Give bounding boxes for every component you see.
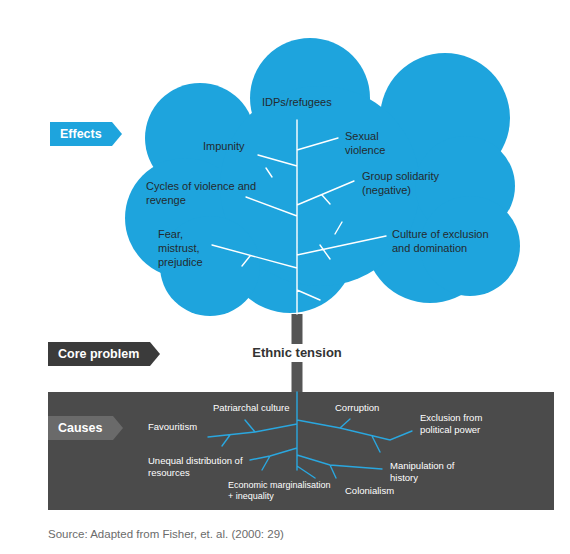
- effect-label: Group solidarity (negative): [362, 170, 466, 198]
- cause-label: Favouritism: [148, 421, 220, 433]
- effect-label: Impunity: [203, 140, 263, 154]
- cause-label: Exclusion from political power: [420, 412, 512, 436]
- cause-label: Patriarchal culture: [213, 402, 317, 414]
- tag-arrow: [48, 416, 123, 440]
- section-tag-label: Core problem: [58, 342, 139, 366]
- effect-label: Fear, mistrust, prejudice: [158, 228, 220, 269]
- source-caption: Source: Adapted from Fisher, et. al. (20…: [48, 527, 284, 541]
- cloud-branches: [212, 120, 386, 314]
- effect-label: IDPs/refugees: [262, 96, 362, 110]
- tag-arrow: [50, 122, 122, 146]
- cause-label: Colonialism: [345, 485, 409, 497]
- cause-label: Manipulation of history: [390, 460, 474, 484]
- core-problem-tag: Core problem: [48, 342, 160, 366]
- effect-label: Sexual violence: [345, 130, 395, 158]
- cause-label: Unequal distribution of resources: [148, 455, 248, 479]
- core-problem-label: Ethnic tension: [248, 344, 346, 362]
- section-tag-label: Effects: [60, 122, 102, 146]
- causes-ground: Favouritism Patriarchal culture Corruption…: [48, 392, 554, 510]
- cause-label: Corruption: [335, 402, 405, 414]
- root-lines: [208, 392, 412, 478]
- effects-cloud: IDPs/refugeesImpunity Sexual violenceCycl…: [120, 36, 530, 314]
- tag-arrow: [48, 342, 160, 366]
- causes-tag: Causes: [48, 416, 123, 440]
- effects-tag: Effects: [50, 122, 122, 146]
- cloud-shape: [120, 36, 530, 314]
- cause-label: Economic marginalisation + inequality: [228, 480, 334, 503]
- effect-label: Culture of exclusion and domination: [392, 228, 504, 256]
- effect-label: Cycles of violence and revenge: [146, 180, 258, 208]
- section-tag-label: Causes: [58, 416, 102, 440]
